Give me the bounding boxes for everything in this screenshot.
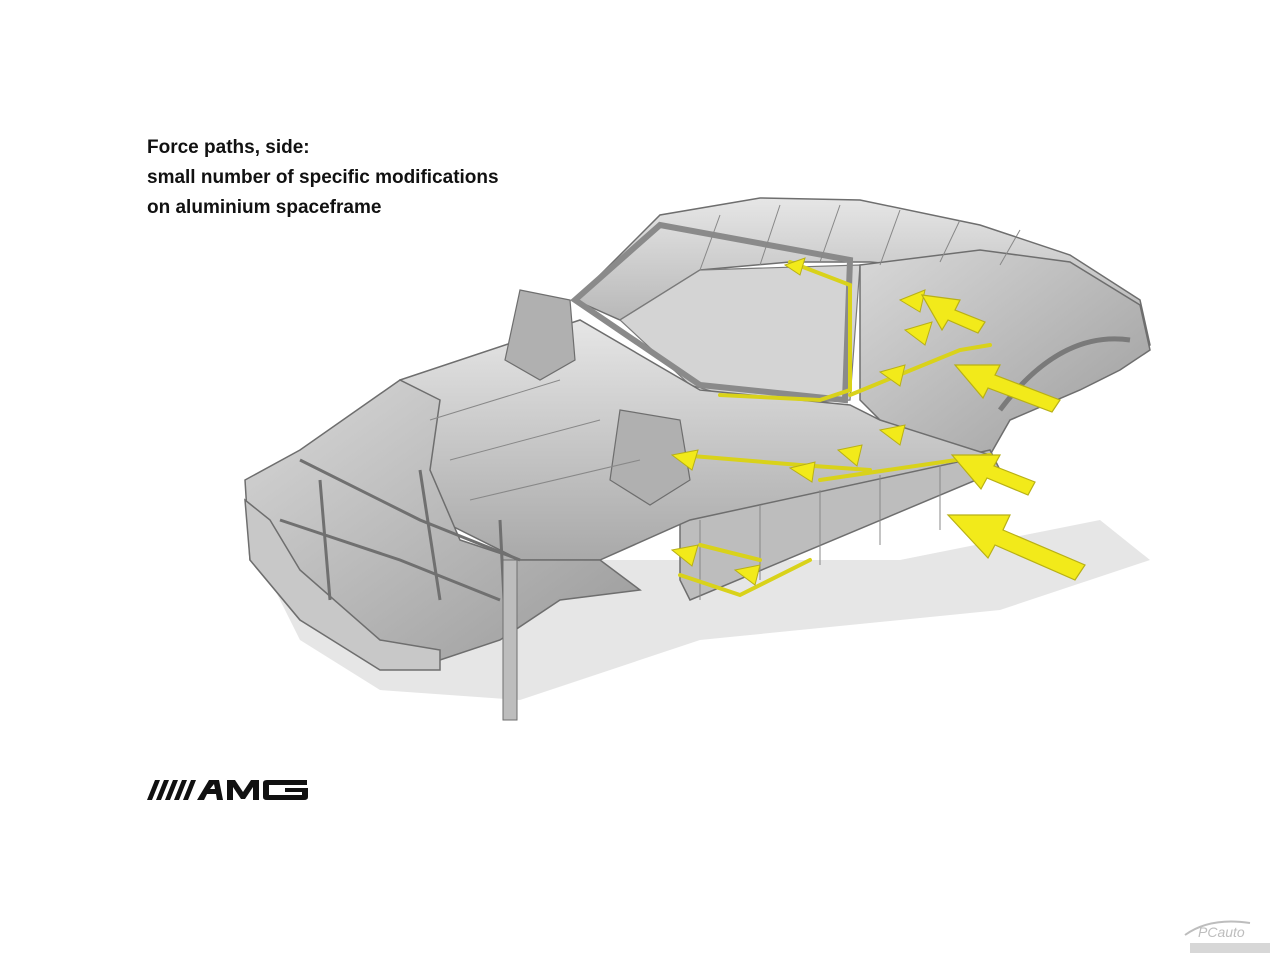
force-path-arrow xyxy=(788,461,816,483)
front-subframe xyxy=(279,458,521,721)
watermark-logo: PCauto xyxy=(1184,920,1270,953)
amg-logo xyxy=(147,780,308,800)
side-force-arrow-4 xyxy=(920,294,986,334)
side-force-arrow-1 xyxy=(953,364,1061,413)
force-path-lower xyxy=(698,543,762,562)
force-path-arrow xyxy=(670,449,699,471)
front-strut xyxy=(502,559,518,721)
suspension-tower-right xyxy=(609,409,691,506)
force-path-arrow xyxy=(783,257,806,276)
force-path-arrow xyxy=(733,564,761,586)
side-force-arrow-3 xyxy=(946,514,1086,581)
front-crash-beam xyxy=(244,498,441,671)
side-force-arrows xyxy=(920,294,1086,581)
caption-line-1: Force paths, side: xyxy=(147,137,310,158)
caption-line-3: on aluminium spaceframe xyxy=(147,197,382,218)
svg-text:PCauto: PCauto xyxy=(1198,924,1245,940)
caption: Force paths, side: small number of speci… xyxy=(147,133,499,223)
force-path-a-pillar xyxy=(848,343,992,397)
windscreen-frame xyxy=(570,221,854,404)
force-path-arrow xyxy=(903,321,933,346)
frame-detail-lines xyxy=(429,204,1021,600)
force-path-arrow xyxy=(878,364,906,387)
force-path-floor-1 xyxy=(678,453,872,472)
force-path-roof xyxy=(718,260,852,403)
force-path-arrows xyxy=(670,257,933,586)
force-path-floor-2 xyxy=(678,558,812,598)
force-path-arrow xyxy=(670,544,699,567)
force-path-arrow xyxy=(898,289,926,313)
force-path-arrow xyxy=(878,424,906,446)
side-force-arrow-2 xyxy=(950,454,1036,496)
force-path-arrow xyxy=(836,444,863,467)
caption-line-2: small number of specific modifications xyxy=(147,167,499,188)
suspension-tower-left xyxy=(504,289,576,381)
